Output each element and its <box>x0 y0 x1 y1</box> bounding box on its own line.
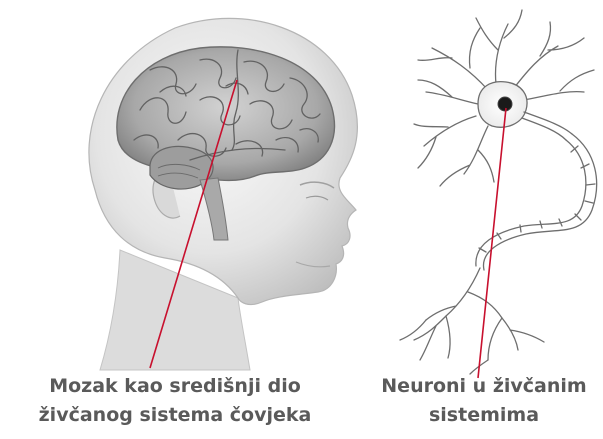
neuron-caption-line-2: sistemima <box>365 401 603 430</box>
neuron-caption-line-1: Neuroni u živčanim <box>365 372 603 401</box>
brain-caption-line-2: živčanog sistema čovjeka <box>0 401 350 430</box>
brain-caption: Mozak kao središnji dio živčanog sistema… <box>0 372 350 430</box>
neuron-caption: Neuroni u živčanim sistemima <box>365 372 603 430</box>
brain-caption-line-1: Mozak kao središnji dio <box>0 372 350 401</box>
axon-terminals <box>400 268 544 374</box>
nucleus <box>498 97 512 111</box>
neuron-illustration <box>400 10 597 374</box>
axon <box>476 134 597 270</box>
